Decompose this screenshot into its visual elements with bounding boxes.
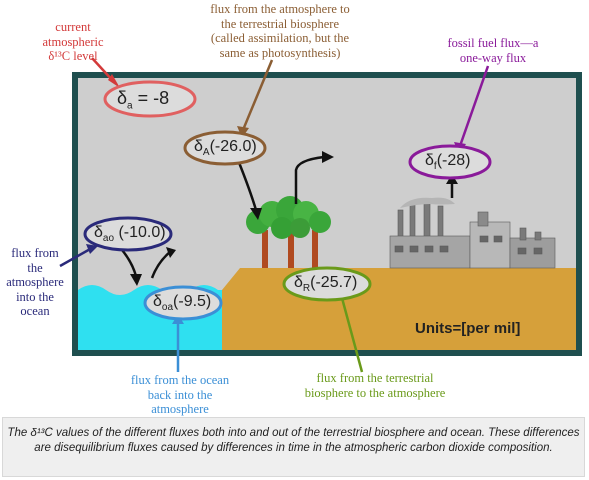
note-current-level: current atmospheric δ¹³C level	[42, 20, 104, 63]
oval-dA	[183, 130, 267, 166]
factory-illustration	[389, 197, 556, 269]
note-atm-to-ocean: flux from the atmosphere into the ocean	[6, 246, 64, 318]
label-doa: δoa(-9.5)	[153, 293, 212, 314]
oval-df	[408, 144, 492, 180]
units-label: Units=[per mil]	[415, 320, 521, 337]
label-dao: δao (-10.0)	[94, 224, 166, 245]
label-da: δa = -8	[117, 88, 170, 112]
label-df: δf(-28)	[425, 152, 471, 173]
diagram	[59, 57, 582, 373]
note-biosphere-to-atm: flux from the terrestrial biosphere to t…	[304, 371, 446, 400]
land-area	[222, 268, 576, 350]
label-dA: δA(-26.0)	[194, 138, 257, 159]
note-ocean-to-atm: flux from the ocean back into the atmosp…	[130, 373, 230, 416]
value-ovals	[83, 80, 492, 321]
oval-dao	[83, 216, 173, 252]
arrowheads	[130, 151, 458, 286]
oval-doa	[143, 285, 223, 321]
note-fossil-flux: fossil fuel flux—a one-way flux	[447, 36, 539, 65]
flux-arrows	[121, 155, 454, 279]
oval-da	[103, 80, 197, 118]
oval-dR	[282, 266, 372, 302]
note-assimilation: flux from the atmosphere to the terrestr…	[210, 2, 350, 60]
figure-caption: The δ¹³C values of the different fluxes …	[2, 417, 585, 477]
label-dR: δR(-25.7)	[294, 274, 358, 295]
